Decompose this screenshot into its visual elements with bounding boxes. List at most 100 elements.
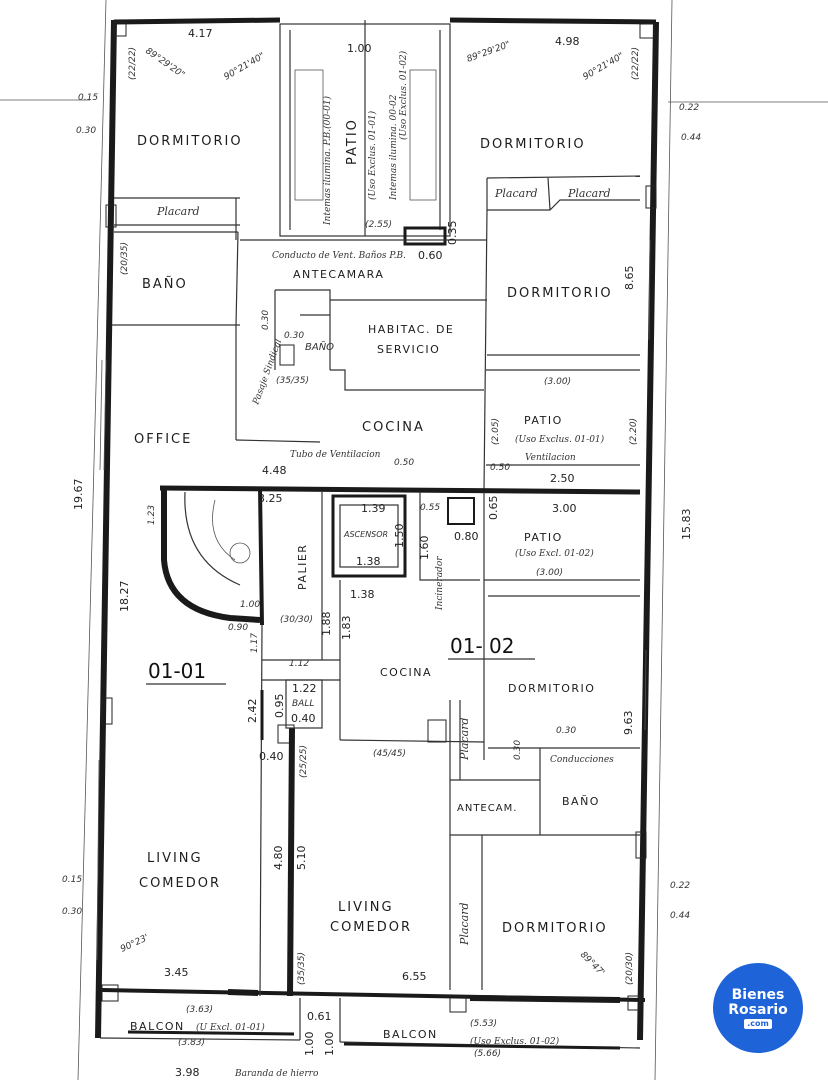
bienes-rosario-logo[interactable]: Bienes Rosario .com [713,963,803,1053]
placard-low: Placard [458,903,471,947]
dimension-label: (3.63) [186,1005,213,1015]
dimension-label: 15.83 [680,509,693,541]
dimension-label: 90°21'40" [223,51,267,82]
room-patio-right-2: PATIO [524,531,563,544]
room-dormitorio-top-left: DORMITORIO [137,134,243,149]
placard-right-1: Placard [494,187,538,200]
room-antecamara: ANTECAMARA [293,268,384,281]
note-ball: BALL [292,699,314,709]
unit-label-left: 01-01 [148,659,206,683]
dimension-label: 1.38 [356,555,381,568]
room-dormitorio-right-2: DORMITORIO [507,286,613,301]
dimension-label: 90°21'40" [582,51,626,82]
dimension-label: 0.61 [307,1010,332,1023]
dimension-label: (45/45) [373,749,406,759]
note-patio-r1: (Uso Exclus. 01-01) [515,434,605,445]
dimension-label: (35/35) [276,376,309,386]
dimension-label: 3.98 [175,1066,200,1079]
dimension-label: (2.20) [629,418,639,445]
logo-line-3: .com [744,1018,772,1029]
dimension-label: (35/35) [297,952,307,985]
interior-walls [96,20,651,1050]
dimension-label: 1.17 [250,633,260,653]
room-cocina-top: COCINA [362,420,425,435]
dimension-label: 0.44 [681,133,701,143]
room-cocina-mid: COCINA [380,666,432,679]
dimension-label: 0.80 [454,530,479,543]
placard-left: Placard [156,205,200,218]
room-dormitorio-right-3: DORMITORIO [508,682,595,695]
dimension-label: 0.30 [261,310,271,330]
room-ascensor: ASCENSOR [343,530,388,539]
placard-right-2: Placard [567,187,611,200]
room-balcon-right: BALCON [383,1028,438,1041]
dimension-label: 0.44 [670,911,690,921]
dimension-label: 18.27 [118,581,131,613]
unit-label-right: 01- 02 [450,634,514,658]
logo-line-1: Bienes [731,986,785,1003]
room-bano-servicio: BAÑO [305,340,334,353]
dimension-label: 4.98 [555,35,580,48]
note-patio-top-1: (Uso Exclus. 01-01) [367,110,378,200]
dimension-label: (30/30) [280,615,313,625]
note-conducto: Conducto de Vent. Baños P.B. [272,251,406,261]
dimension-label: 0.15 [62,875,82,885]
dimension-label: 6.55 [402,970,427,983]
dimension-label: 89°47' [578,950,606,978]
column-hatches [101,21,657,1013]
dimension-label: 0.40 [259,750,284,763]
dimension-label: 0.65 [487,496,500,521]
note-intemas-1: Intemas ilumina. P.B.(00-01) [322,95,333,226]
dimension-label: (3.00) [536,568,563,578]
dimension-label: 90°23' [119,933,150,955]
room-office: OFFICE [134,432,192,447]
dimension-label: 0.30 [76,126,96,136]
dimension-label: 3.45 [164,966,189,979]
note-balcon-l: (U Excl. 01-01) [196,1022,265,1033]
sheet-border-right [654,0,673,1080]
room-palier: PALIER [296,544,309,590]
note-conducciones: Conducciones [550,755,614,765]
note-patio-top-2: (Uso Exclus. 01-02) [398,50,409,140]
dimension-label: 0.22 [670,881,690,891]
room-dormitorio-top-right: DORMITORIO [480,137,586,152]
placard-mid: Placard [458,718,471,762]
dimension-label: 1.22 [292,682,317,695]
room-patio-top: PATIO [345,118,360,165]
note-ventilacion: Ventilacion [525,453,576,463]
room-bano-right: BAÑO [562,795,600,808]
dimension-label: 1.38 [350,588,375,601]
dimension-label: 89°29'20" [143,46,186,80]
dimension-label: 1.60 [418,536,431,561]
dimension-label: 0.40 [291,712,316,725]
dimension-label: 5.10 [295,846,308,871]
dimension-label: 0.95 [273,694,286,719]
room-labels: DORMITORIO PATIO DORMITORIO Placard Plac… [130,118,613,1041]
dimension-label: 1.39 [361,502,386,515]
dimension-label: 0.22 [679,103,699,113]
note-balcon-r: (Uso Exclus. 01-02) [470,1036,560,1047]
dimension-label: 19.67 [72,479,85,511]
dimension-label: 1.00 [323,1032,336,1057]
room-habitac-line2: SERVICIO [377,343,440,356]
dimension-label: 4.17 [188,27,213,40]
dimension-label: 89°29'20" [466,40,512,65]
dimension-label: (20/35) [120,242,130,275]
dimension-label: 1.00 [347,42,372,55]
dimension-label: 0.30 [62,907,82,917]
dimension-label: 2.42 [246,699,259,724]
dimension-label: 0.15 [78,93,98,103]
room-antecam: ANTECAM. [457,803,517,814]
dimension-label: 1.83 [340,616,353,641]
dimension-label: 1.12 [289,659,309,669]
dimension-label: 0.35 [446,221,459,246]
dimension-label: (5.53) [470,1019,497,1029]
room-living-right-2: COMEDOR [330,920,412,935]
dimension-label: 1.88 [320,612,333,637]
notes: (Uso Exclus. 01-01) Intemas ilumina. 00-… [196,50,614,1079]
dimension-label: (2.05) [491,418,501,445]
dimension-label: (3.00) [544,377,571,387]
dimension-label: (2.55) [365,220,392,230]
dimension-label: 3.25 [258,492,283,505]
